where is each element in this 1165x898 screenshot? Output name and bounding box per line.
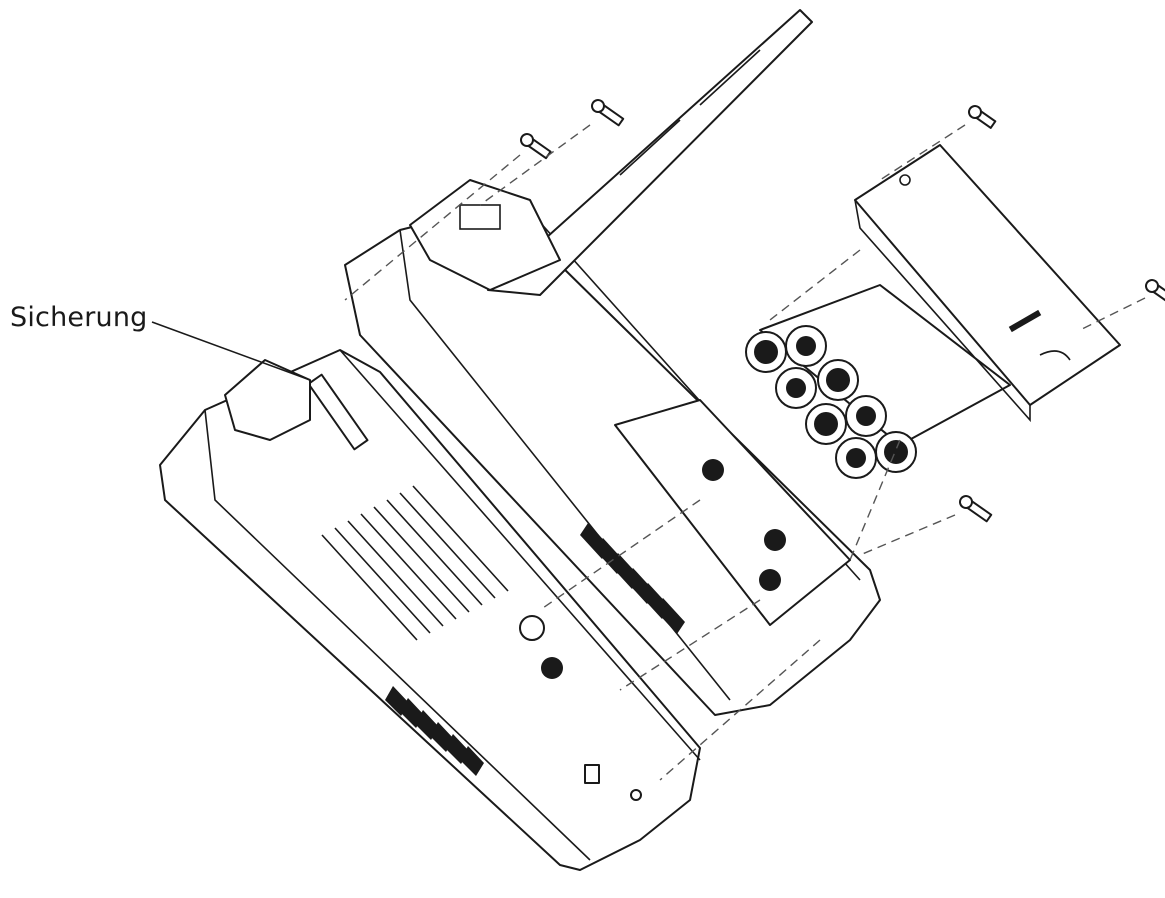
assembly-guide-lines	[344, 124, 1146, 781]
screws	[520, 99, 1165, 523]
battery-pack	[745, 284, 1011, 479]
kickstand	[487, 9, 813, 296]
grip-ribs-rear	[580, 523, 685, 634]
battery-lid	[854, 144, 1121, 423]
grip-ribs-lower	[385, 686, 484, 776]
rear-cover	[344, 9, 881, 716]
main-housing	[159, 349, 701, 871]
fuse-callout-label: Sicherung	[10, 302, 148, 333]
fuse	[224, 359, 369, 451]
callout-leader-line	[151, 321, 311, 381]
grip-ribs-upper	[321, 485, 509, 641]
